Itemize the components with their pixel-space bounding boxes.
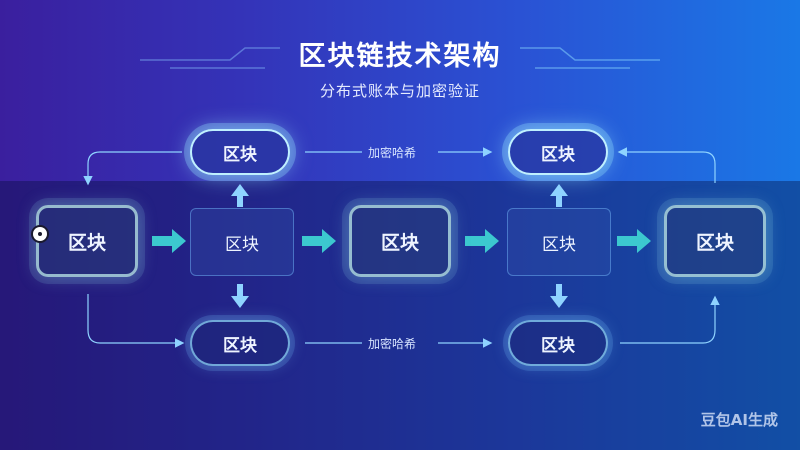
block-mid-2[interactable]: 区块	[507, 208, 611, 276]
curve-bottom-right	[620, 295, 720, 344]
block-main-2[interactable]: 区块	[349, 205, 451, 277]
mouse-cursor-icon	[33, 227, 47, 241]
watermark: 豆包AI生成	[700, 411, 778, 429]
block-main-1[interactable]: 区块	[36, 205, 138, 277]
block-top-right[interactable]: 区块	[508, 129, 608, 175]
page-subtitle: 分布式账本与加密验证	[319, 82, 480, 100]
circuit-decoration-left	[140, 47, 280, 69]
block-bottom-right[interactable]: 区块	[508, 320, 608, 366]
flow-arrow-1	[152, 229, 186, 253]
block-main-3[interactable]: 区块	[664, 205, 766, 277]
up-arrow-1	[231, 184, 249, 207]
down-arrow-1	[231, 284, 249, 308]
block-bottom-left[interactable]: 区块	[190, 320, 290, 366]
hash-label-bottom: 加密哈希	[368, 337, 417, 351]
circuit-decoration-right	[520, 47, 660, 69]
page-title: 区块链技术架构	[298, 41, 502, 72]
flow-arrow-3	[465, 229, 499, 253]
flow-arrow-2	[302, 229, 336, 253]
flow-arrows	[152, 229, 651, 253]
curve-top-right	[617, 147, 716, 183]
hash-label-top: 加密哈希	[368, 146, 417, 160]
block-mid-1[interactable]: 区块	[190, 208, 294, 276]
curve-bottom-left	[87, 294, 185, 348]
flow-arrow-4	[617, 229, 651, 253]
curve-top-left	[83, 151, 182, 186]
block-top-left[interactable]: 区块	[190, 129, 290, 175]
up-arrow-2	[550, 184, 568, 207]
down-arrow-2	[550, 284, 568, 308]
